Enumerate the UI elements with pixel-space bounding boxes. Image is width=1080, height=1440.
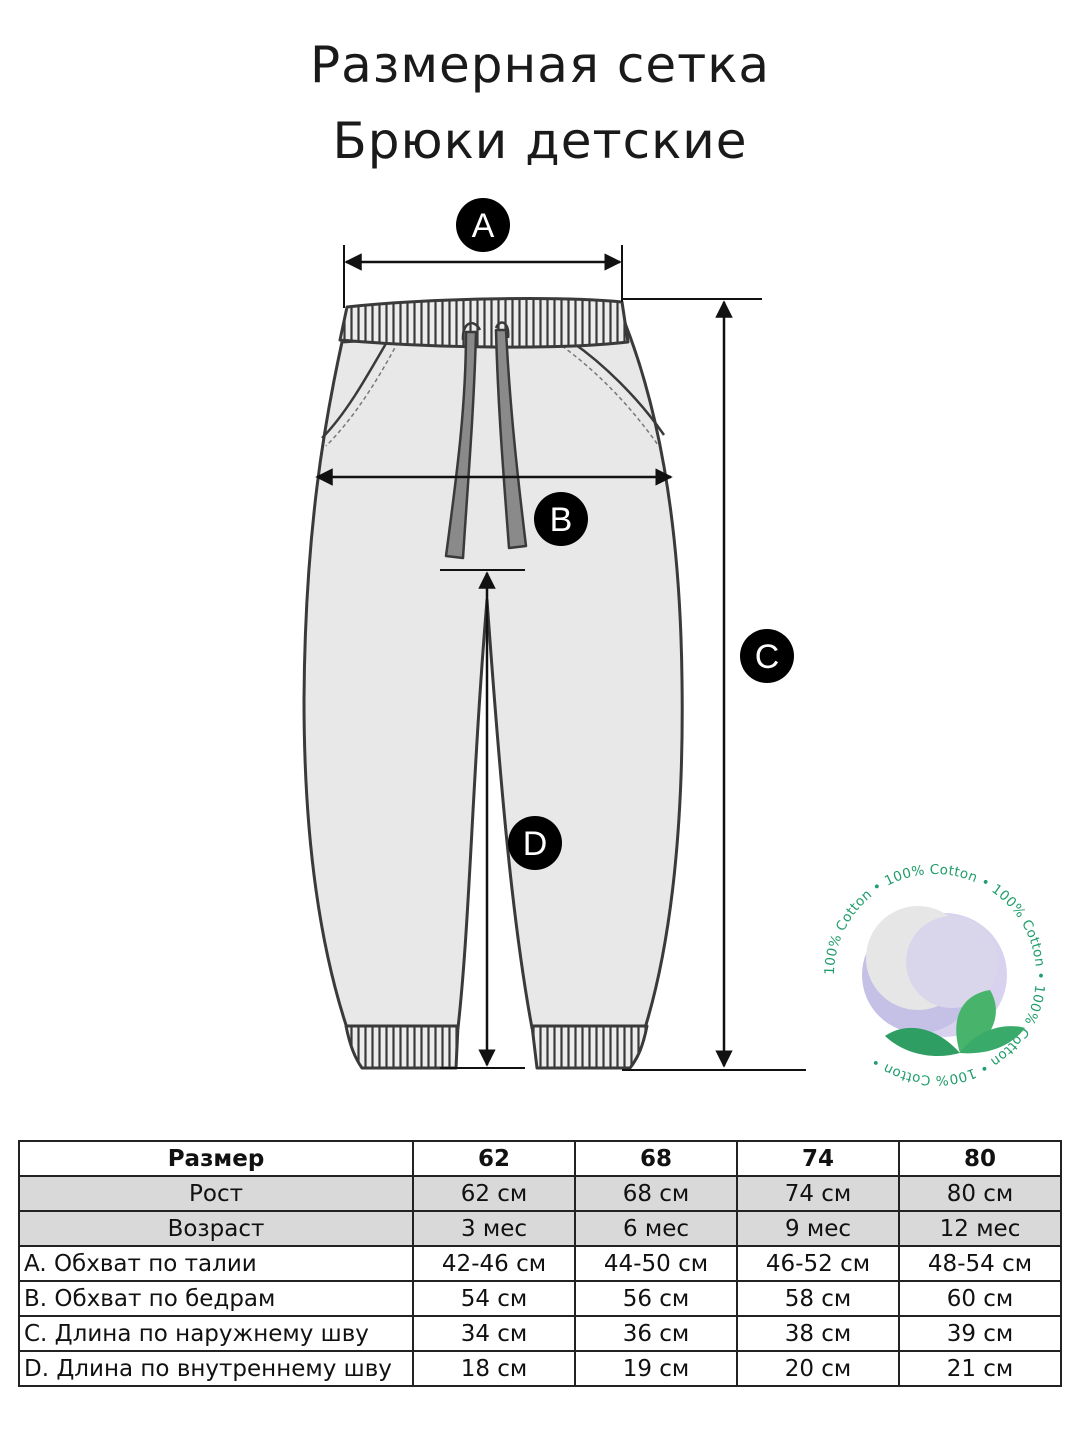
table-cell: 36 см <box>574 1315 738 1352</box>
table-cell: 68 см <box>574 1175 738 1212</box>
table-row: A. Обхват по талии 42-46 см 44-50 см 46-… <box>18 1245 1062 1282</box>
left-cuff <box>344 1024 460 1070</box>
right-cuff <box>530 1024 649 1070</box>
row-label: Рост <box>18 1175 414 1212</box>
header-cell: 62 <box>412 1140 576 1177</box>
table-cell: 58 см <box>736 1280 900 1317</box>
marker-b: B <box>534 492 588 546</box>
table-cell: 46-52 см <box>736 1245 900 1282</box>
svg-text:B: B <box>550 501 573 539</box>
table-row: Рост 62 см 68 см 74 см 80 см <box>18 1175 1062 1212</box>
row-label: A. Обхват по талии <box>18 1245 414 1282</box>
table-cell: 42-46 см <box>412 1245 576 1282</box>
table-row: D. Длина по внутреннему шву 18 см 19 см … <box>18 1350 1062 1387</box>
table-cell: 38 см <box>736 1315 900 1352</box>
pants-body <box>302 321 684 1030</box>
pants-measurement-diagram: A B C D <box>302 198 806 1071</box>
svg-text:C: C <box>755 638 780 676</box>
cotton-badge: 100% Cotton • 100% Cotton • 100% Cotton … <box>822 862 1048 1088</box>
svg-text:A: A <box>472 207 495 245</box>
header-cell: 80 <box>898 1140 1062 1177</box>
table-cell: 21 см <box>898 1350 1062 1387</box>
table-cell: 18 см <box>412 1350 576 1387</box>
left-pocket-stitch <box>325 341 399 447</box>
drawstring-left <box>444 330 478 560</box>
measurement-lines <box>315 245 806 1071</box>
table-cell: 9 мес <box>736 1210 900 1247</box>
row-label: B. Обхват по бедрам <box>18 1280 414 1317</box>
table-cell: 54 см <box>412 1280 576 1317</box>
table-cell: 6 мес <box>574 1210 738 1247</box>
table-cell: 56 см <box>574 1280 738 1317</box>
right-pocket-stitch <box>561 345 659 446</box>
row-label: Возраст <box>18 1210 414 1247</box>
row-label: C. Длина по наружнему шву <box>18 1315 414 1352</box>
marker-c: C <box>740 629 794 683</box>
header-cell: 68 <box>574 1140 738 1177</box>
table-cell: 39 см <box>898 1315 1062 1352</box>
left-pocket <box>321 339 390 439</box>
table-cell: 20 см <box>736 1350 900 1387</box>
table-row: C. Длина по наружнему шву 34 см 36 см 38… <box>18 1315 1062 1352</box>
marker-a: A <box>456 198 510 252</box>
table-cell: 62 см <box>412 1175 576 1212</box>
table-cell: 60 см <box>898 1280 1062 1317</box>
row-label: D. Длина по внутреннему шву <box>18 1350 414 1387</box>
page-subtitle: Брюки детские <box>332 112 748 170</box>
table-cell: 12 мес <box>898 1210 1062 1247</box>
table-cell: 48-54 см <box>898 1245 1062 1282</box>
drawstring-right <box>494 328 528 550</box>
table-cell: 34 см <box>412 1315 576 1352</box>
cotton-boll-icon <box>862 906 1025 1057</box>
table-cell: 19 см <box>574 1350 738 1387</box>
table-row: B. Обхват по бедрам 54 см 56 см 58 см 60… <box>18 1280 1062 1317</box>
table-cell: 80 см <box>898 1175 1062 1212</box>
svg-text:D: D <box>523 825 548 863</box>
pants-illustration <box>302 297 684 1070</box>
header-cell: 74 <box>736 1140 900 1177</box>
table-header-row: Размер 62 68 74 80 <box>18 1140 1062 1177</box>
table-row: Возраст 3 мес 6 мес 9 мес 12 мес <box>18 1210 1062 1247</box>
size-chart-table: Размер 62 68 74 80 Рост 62 см 68 см 74 с… <box>18 1140 1062 1387</box>
waistband <box>338 297 630 349</box>
header-cell-size: Размер <box>18 1140 414 1177</box>
table-cell: 3 мес <box>412 1210 576 1247</box>
marker-d: D <box>508 816 562 870</box>
right-pocket <box>571 340 666 436</box>
page-title: Размерная сетка <box>309 36 771 94</box>
table-cell: 74 см <box>736 1175 900 1212</box>
table-cell: 44-50 см <box>574 1245 738 1282</box>
drawstring-loop <box>461 321 510 341</box>
